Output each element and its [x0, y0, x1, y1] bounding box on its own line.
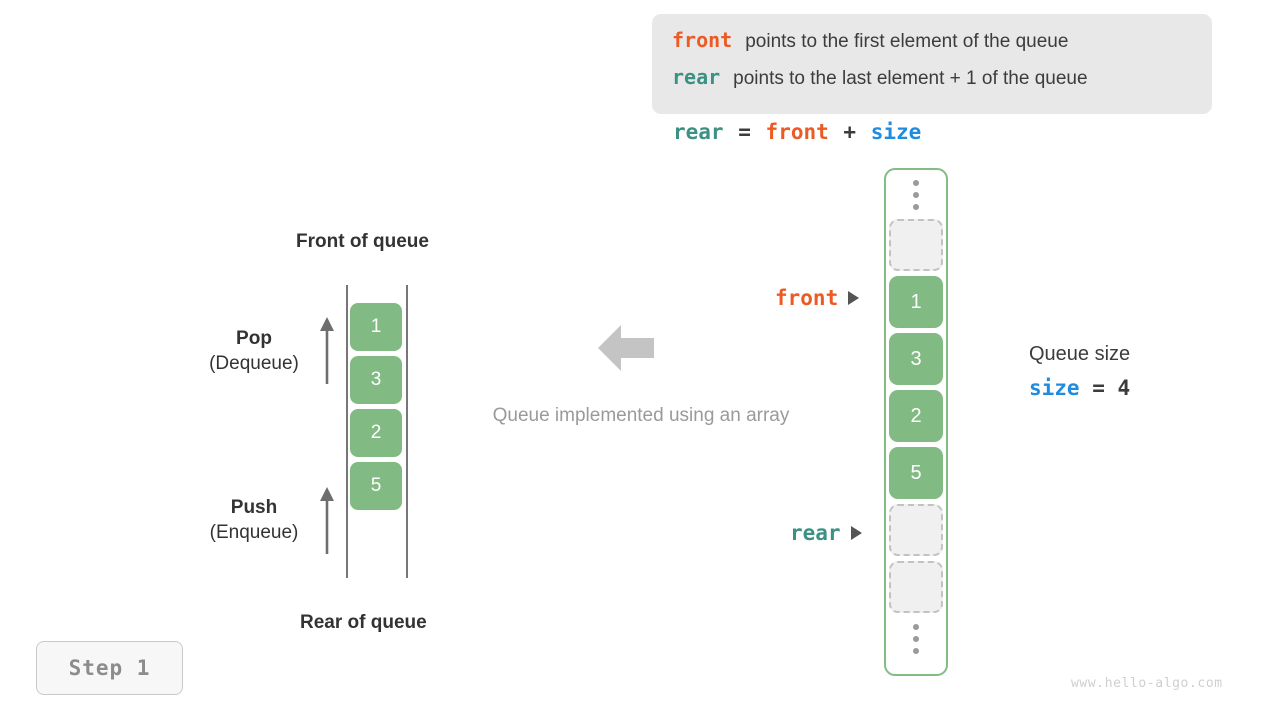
step-badge-label: Step 1	[68, 656, 151, 680]
formula-plus: +	[843, 120, 857, 144]
pop-operation-group: Pop (Dequeue)	[190, 328, 318, 375]
left-arrow-icon	[598, 325, 654, 371]
array-slots: 1 3 2 5	[884, 168, 948, 676]
array-slot-filled: 2	[889, 390, 943, 442]
logical-queue-cell: 1	[350, 303, 402, 351]
front-pointer-arrow-icon	[848, 291, 860, 305]
formula-equals: =	[738, 120, 751, 144]
legend-text-rear: points to the last element + 1 of the qu…	[733, 68, 1088, 89]
vertical-ellipsis-icon-bottom	[913, 620, 919, 658]
formula-rhs-size: size	[870, 120, 922, 144]
queue-rail-right	[406, 285, 408, 578]
rear-pointer-label: rear	[790, 521, 862, 545]
pop-title: Pop	[236, 328, 272, 349]
array-slot-filled: 3	[889, 333, 943, 385]
rear-pointer-text: rear	[790, 521, 841, 545]
array-slot-empty	[889, 219, 943, 271]
front-pointer-text: front	[775, 286, 839, 310]
queue-rail-left	[346, 285, 348, 578]
legend-keyword-front: front	[672, 28, 733, 52]
vertical-ellipsis-icon-top	[913, 176, 919, 214]
size-value: 4	[1117, 376, 1131, 400]
size-keyword: size	[1029, 376, 1080, 400]
push-title: Push	[230, 497, 278, 518]
array-slot-filled: 1	[889, 276, 943, 328]
formula-rear-equals-front-plus-size: rear = front + size	[672, 120, 922, 144]
front-pointer-label: front	[775, 286, 860, 310]
push-up-arrow-icon	[320, 487, 334, 554]
size-equals: =	[1092, 376, 1105, 400]
array-slot-empty	[889, 561, 943, 613]
diagram-caption: Queue implemented using an array	[492, 405, 790, 426]
pop-up-arrow-icon	[320, 317, 334, 384]
legend-line-front: front points to the first element of the…	[672, 28, 1192, 65]
rear-pointer-arrow-icon	[850, 526, 862, 540]
push-operation-group: Push (Enqueue)	[190, 497, 318, 544]
array-container	[884, 168, 948, 676]
rear-of-queue-label: Rear of queue	[300, 612, 427, 633]
logical-queue-cell: 2	[350, 409, 402, 457]
logical-queue-cell: 3	[350, 356, 402, 404]
pop-subtitle: (Dequeue)	[209, 353, 299, 374]
formula-rhs-front: front	[765, 120, 829, 144]
watermark: www.hello-algo.com	[1071, 676, 1223, 691]
logical-queue-cell: 5	[350, 462, 402, 510]
step-badge: Step 1	[36, 641, 183, 695]
legend-line-rear: rear points to the last element + 1 of t…	[672, 65, 1192, 102]
queue-size-expression: size = 4	[1029, 376, 1130, 400]
legend-box: front points to the first element of the…	[652, 14, 1212, 114]
logical-queue-cells: 1 3 2 5	[350, 303, 402, 515]
queue-size-note: Queue size size = 4	[1029, 343, 1130, 400]
array-slot-filled: 5	[889, 447, 943, 499]
legend-keyword-rear: rear	[672, 65, 721, 89]
push-subtitle: (Enqueue)	[209, 522, 299, 543]
legend-text-front: points to the first element of the queue	[745, 31, 1069, 52]
front-of-queue-label: Front of queue	[296, 231, 429, 252]
array-slot-empty	[889, 504, 943, 556]
formula-lhs: rear	[673, 120, 724, 144]
queue-size-title: Queue size	[1029, 343, 1131, 365]
